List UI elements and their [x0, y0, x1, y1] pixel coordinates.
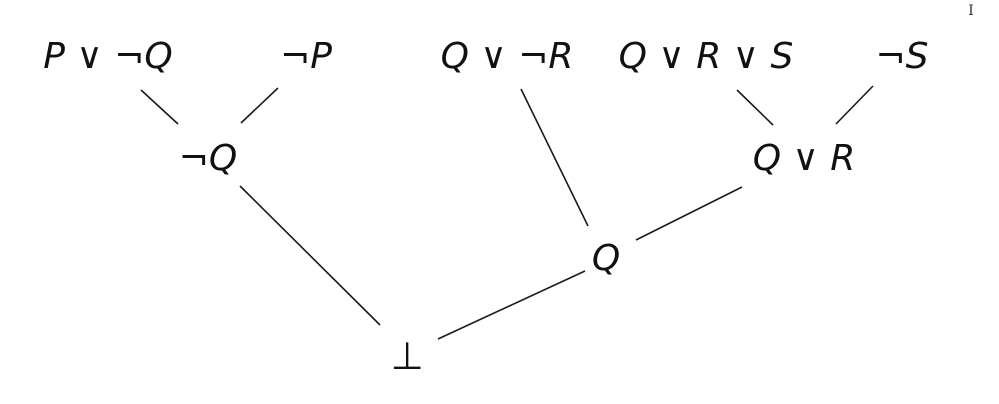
- edge-q-or-r-or-s-to-q-or-r: [736, 89, 774, 126]
- node-bottom-falsum: ⊥: [390, 334, 423, 378]
- edge-not-p-to-not-q: [240, 87, 279, 124]
- node-not-p: ¬P: [280, 36, 332, 77]
- edge-not-q-to-bottom: [239, 185, 381, 326]
- corner-mark: I: [968, 3, 974, 19]
- edge-p-or-not-q-to-not-q: [140, 89, 179, 125]
- edge-not-s-to-q-or-r: [835, 85, 874, 125]
- edge-q-or-not-r-to-q: [520, 88, 589, 227]
- node-q-or-r: Q ∨ R: [753, 138, 856, 179]
- edge-q-or-r-to-q: [635, 186, 743, 241]
- edge-q-to-bottom: [437, 270, 586, 340]
- node-p-or-not-q: P ∨ ¬Q: [43, 36, 172, 77]
- node-q-or-not-r: Q ∨ ¬R: [441, 36, 574, 77]
- node-q-or-r-or-s: Q ∨ R ∨ S: [619, 36, 794, 77]
- node-not-s: ¬S: [875, 36, 928, 77]
- node-not-q: ¬Q: [179, 138, 238, 179]
- node-q: Q: [592, 238, 620, 279]
